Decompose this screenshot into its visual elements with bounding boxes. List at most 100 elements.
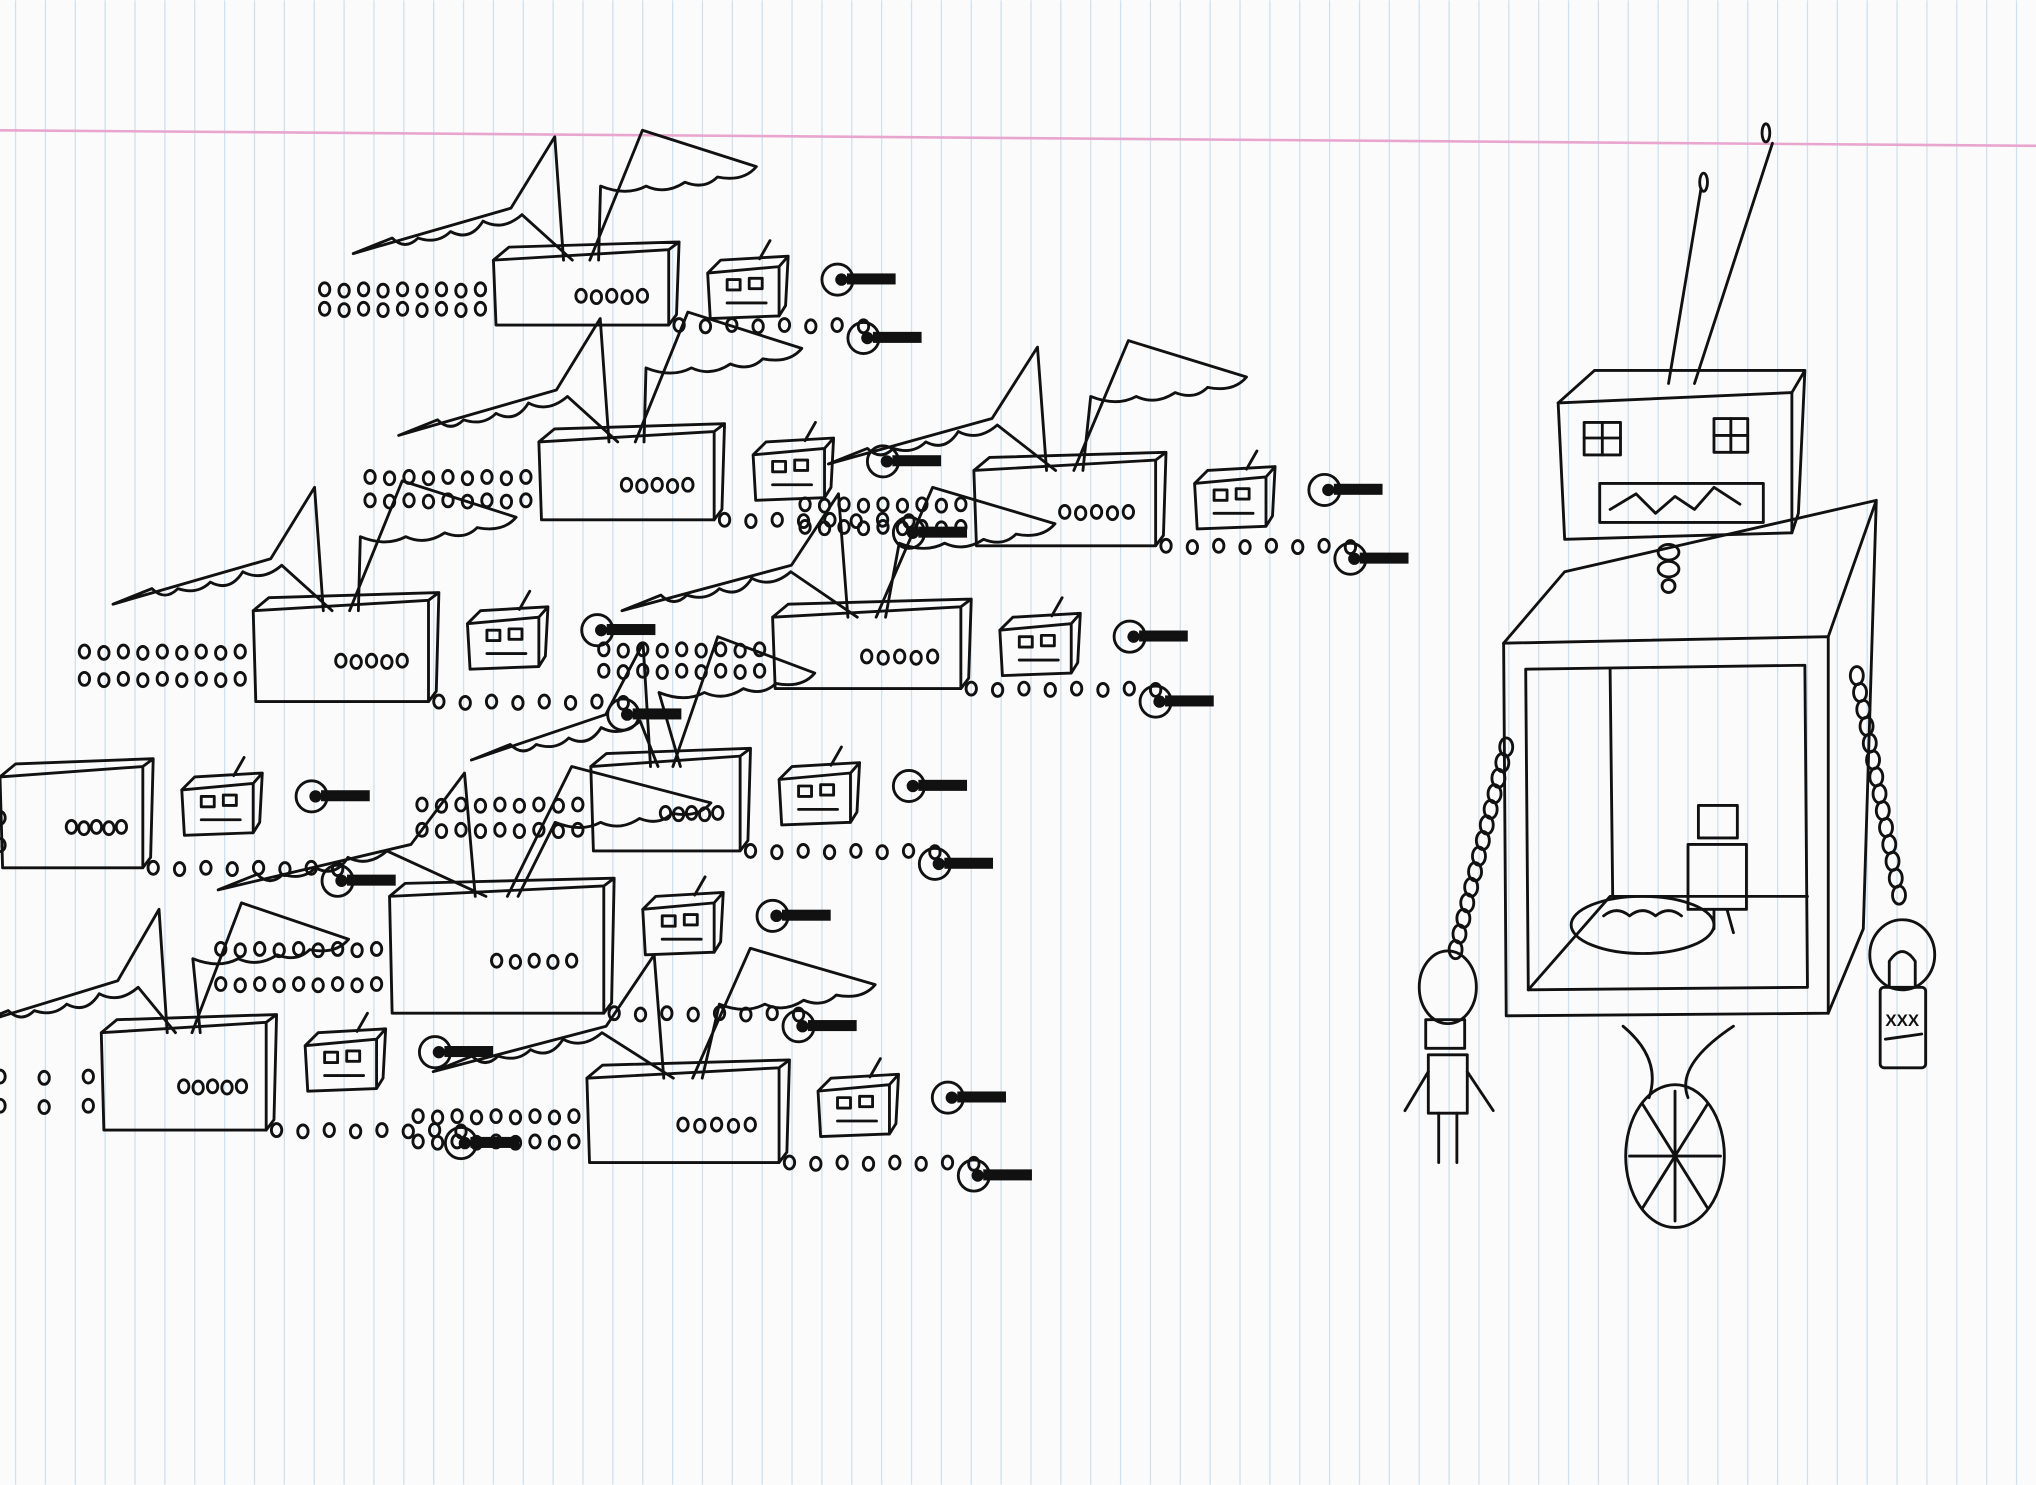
chain-link xyxy=(234,1078,249,1095)
chain-link xyxy=(1878,817,1894,839)
chain-link xyxy=(350,977,364,994)
robot-head-car xyxy=(466,589,550,671)
chain-link xyxy=(512,823,527,840)
chain-link xyxy=(675,662,689,679)
eye-cannon xyxy=(1112,619,1188,654)
chain-link xyxy=(432,693,446,710)
chain-link xyxy=(337,282,351,299)
chain-link xyxy=(1852,681,1868,704)
chain-link xyxy=(711,805,725,821)
chain-link xyxy=(837,519,851,535)
chain-link xyxy=(205,1078,220,1095)
chain-link xyxy=(636,662,650,679)
chain-link xyxy=(547,1109,562,1126)
chain-link xyxy=(607,1005,621,1022)
chain-link xyxy=(537,693,551,710)
chain-link xyxy=(717,511,732,528)
chain-link xyxy=(493,821,507,838)
chain-link xyxy=(1874,800,1891,822)
chain-link xyxy=(508,1109,523,1126)
chain-link xyxy=(363,492,377,509)
bottle-label: XXX xyxy=(1885,1011,1920,1030)
chain-link xyxy=(194,670,208,687)
chain-link xyxy=(272,977,286,994)
chain-link xyxy=(589,289,604,306)
chain-link xyxy=(909,649,923,666)
chain-link xyxy=(480,469,494,485)
chain-link xyxy=(954,519,968,535)
flying-train xyxy=(0,756,396,898)
chain-link xyxy=(402,492,416,509)
wings xyxy=(826,339,1248,472)
eye-cannon xyxy=(1138,684,1214,719)
chain-link xyxy=(415,796,429,813)
chain-link xyxy=(804,318,818,335)
chain-link xyxy=(532,796,546,813)
chain-link xyxy=(650,476,664,493)
eye-cannon xyxy=(891,768,968,804)
chain-link xyxy=(97,644,111,661)
chain-link xyxy=(726,1117,741,1134)
chain-link xyxy=(0,1097,7,1114)
chain-link xyxy=(411,1108,425,1125)
robot-wheel xyxy=(1621,1024,1735,1229)
chain-link xyxy=(875,844,889,861)
chain-link xyxy=(469,1109,484,1126)
chain-link xyxy=(225,861,239,878)
margin-line xyxy=(0,128,2036,148)
eye-cannon xyxy=(755,898,831,933)
chain-link xyxy=(876,496,890,513)
chain-link xyxy=(698,318,713,335)
chain-link xyxy=(665,478,680,494)
wings xyxy=(351,128,758,262)
chain-link xyxy=(990,681,1005,698)
chain-link xyxy=(499,470,514,487)
chain-link xyxy=(37,1069,51,1086)
chain-link xyxy=(694,642,708,659)
chain-link xyxy=(441,492,455,509)
chain-link xyxy=(1887,867,1904,889)
chain-link xyxy=(233,670,247,687)
chain-link xyxy=(136,672,150,689)
chain-link xyxy=(415,282,429,299)
chain-link xyxy=(430,1134,445,1151)
chain-link xyxy=(296,1123,310,1140)
box-car xyxy=(589,746,752,853)
chain-link xyxy=(861,1155,876,1172)
chain-link xyxy=(493,796,507,813)
chain-link xyxy=(1871,783,1888,805)
chain-link xyxy=(415,302,429,319)
chain-link xyxy=(914,1155,928,1172)
eye-cannon xyxy=(781,1009,857,1044)
chain-link xyxy=(330,976,345,992)
eye-cannon xyxy=(417,1035,494,1070)
chain-link xyxy=(155,670,169,687)
chain-link xyxy=(0,1068,7,1085)
eye-cannon xyxy=(606,697,682,732)
chain-link xyxy=(770,511,784,528)
chain-link xyxy=(434,823,449,840)
flying-train xyxy=(798,339,1409,576)
chain-link xyxy=(619,476,634,493)
chain-link xyxy=(155,643,169,660)
chain-link xyxy=(822,844,837,861)
chain-link xyxy=(1264,537,1279,554)
chain-link xyxy=(934,520,949,537)
chain-link xyxy=(1058,503,1072,520)
chain-link xyxy=(175,644,189,661)
chain-link xyxy=(856,497,871,514)
chain-link xyxy=(798,496,812,513)
chain-link xyxy=(380,654,394,670)
chain-link xyxy=(1343,539,1358,556)
chain-link xyxy=(597,662,611,679)
wings xyxy=(0,901,351,1035)
chain-link xyxy=(791,1006,806,1023)
flying-train xyxy=(317,128,922,356)
eye-cannon xyxy=(846,321,922,356)
chain-link xyxy=(967,1155,981,1172)
chain-link xyxy=(441,469,455,485)
robot-head-car xyxy=(641,875,725,957)
chain-link xyxy=(233,942,247,959)
chain-link xyxy=(849,843,863,859)
chain-link xyxy=(415,821,429,838)
